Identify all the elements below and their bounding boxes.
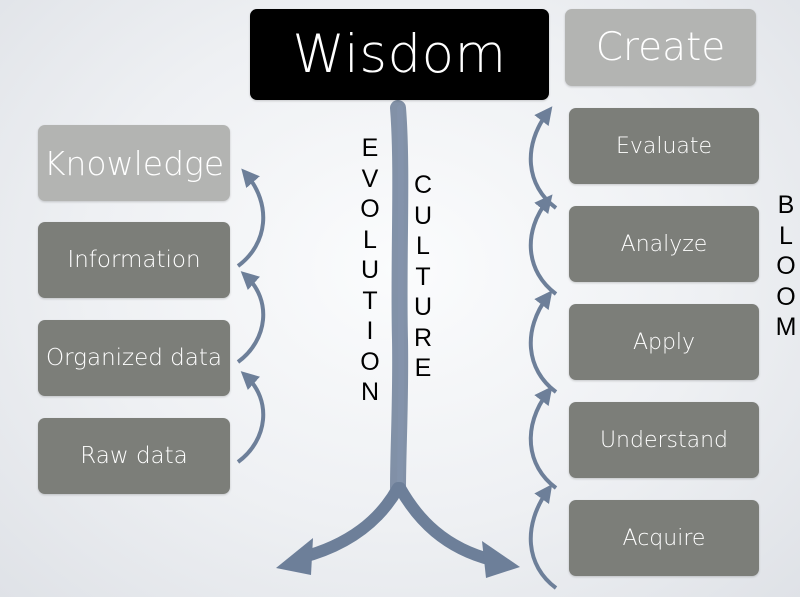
vertical-letter: O [776, 282, 796, 311]
vertical-letter: M [775, 313, 797, 341]
vertical-letter: B [777, 191, 795, 219]
right-progression-arrows [528, 106, 558, 590]
understand-box: Understand [569, 402, 759, 478]
vertical-letter: U [413, 293, 433, 321]
vertical-letter: O [360, 195, 380, 223]
organized-data-label: Organized data [46, 345, 222, 371]
raw-data-box: Raw data [38, 418, 230, 494]
curved-arrow-icon [236, 371, 266, 464]
vertical-letter: V [361, 164, 379, 193]
raw-data-label: Raw data [80, 443, 188, 469]
vertical-letter: L [416, 232, 430, 260]
knowledge-box: Knowledge [38, 125, 230, 201]
curved-arrow-icon [236, 271, 266, 364]
wisdom-label: Wisdom [292, 24, 507, 85]
information-box: Information [38, 222, 230, 298]
analyze-box: Analyze [569, 206, 759, 282]
information-label: Information [67, 247, 201, 273]
curved-arrow-icon [528, 106, 558, 210]
branching-arrow-icon [276, 100, 520, 578]
curved-arrow-icon [528, 194, 558, 296]
vertical-letter: I [366, 317, 374, 345]
vertical-letter: N [360, 378, 380, 406]
vertical-letter: O [776, 252, 796, 280]
create-box: Create [565, 9, 756, 86]
vertical-letter: L [363, 225, 377, 254]
evaluate-box: Evaluate [569, 108, 759, 184]
vertical-letter: E [414, 354, 432, 382]
vertical-letter: E [361, 134, 379, 162]
curved-arrow-icon [528, 386, 558, 490]
knowledge-label: Knowledge [43, 143, 225, 183]
acquire-box: Acquire [569, 500, 759, 576]
analyze-label: Analyze [620, 231, 708, 257]
curved-arrow-icon [528, 484, 558, 590]
vertical-letter: L [779, 221, 793, 250]
vertical-letter: O [360, 347, 380, 376]
evaluate-label: Evaluate [615, 133, 713, 159]
vertical-letter: T [415, 262, 431, 291]
vertical-letter: C [413, 171, 433, 199]
apply-box: Apply [569, 304, 759, 380]
vertical-letter: U [360, 256, 380, 284]
vertical-letter: T [362, 286, 378, 315]
vertical-letter: R [413, 323, 433, 352]
wisdom-box: Wisdom [250, 9, 549, 100]
create-label: Create [595, 25, 726, 70]
curved-arrow-icon [236, 168, 266, 268]
vertical-letter: U [413, 201, 433, 230]
understand-label: Understand [599, 427, 729, 453]
left-progression-arrows [236, 168, 266, 464]
curved-arrow-icon [528, 290, 558, 394]
apply-label: Apply [632, 329, 696, 355]
acquire-label: Acquire [622, 525, 706, 551]
organized-data-box: Organized data [38, 320, 230, 396]
